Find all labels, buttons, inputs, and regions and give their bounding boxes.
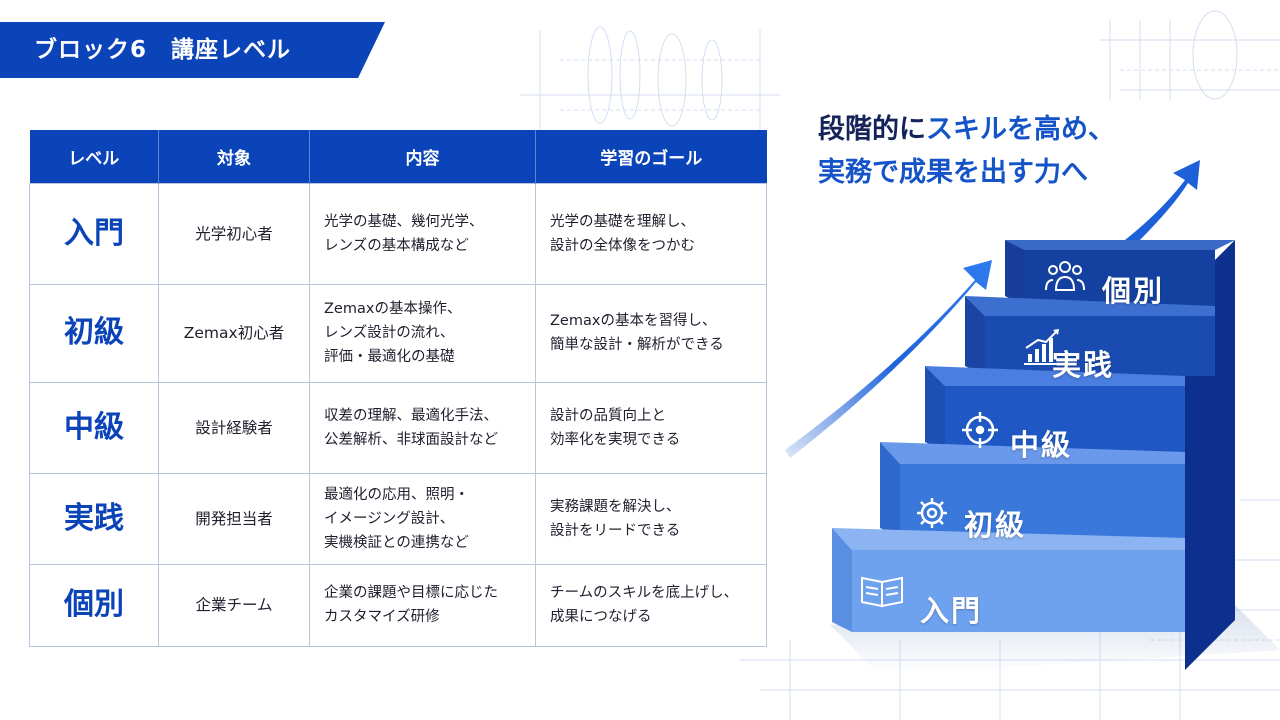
course-levels-table: レベル 対象 内容 学習のゴール 入門 光学初心者 光学の基礎、幾何光学、 レン… — [29, 130, 767, 647]
level-cell: 実践 — [29, 472, 159, 565]
step-side-practice — [965, 296, 985, 376]
goal-cell: Zemaxの基本を習得し、 簡単な設計・解析ができる — [535, 283, 767, 383]
target-cell: 光学初心者 — [158, 182, 310, 285]
chart-icon — [1024, 329, 1059, 365]
goal-cell: 光学の基礎を理解し、 設計の全体像をつかむ — [535, 182, 767, 285]
step-top-intro — [832, 528, 1185, 550]
level-cell: 個別 — [29, 563, 159, 647]
target-icon — [962, 412, 998, 448]
content-cell: 最適化の応用、照明・ イメージング設計、 実機検証との連携など — [309, 472, 536, 565]
tagline: 段階的にスキルを高め、 実務で成果を出す力へ — [818, 108, 1258, 194]
step-side-individual — [1005, 240, 1025, 306]
table-header-row: レベル 対象 内容 学習のゴール — [29, 130, 767, 183]
step-top-beginner — [880, 442, 1185, 464]
level-cell: 入門 — [29, 182, 159, 285]
step-label-practice: 実践 — [1052, 348, 1115, 382]
table-row: 中級 設計経験者 収差の理解、最適化手法、 公差解析、非球面設計など 設計の品質… — [29, 381, 767, 474]
page-title: ブロック6 講座レベル — [34, 37, 292, 63]
table-row: 個別 企業チーム 企業の課題や目標に応じた カスタマイズ研修 チームのスキルを底… — [29, 563, 767, 647]
target-cell: 設計経験者 — [158, 381, 310, 474]
column-header-level: レベル — [29, 130, 159, 183]
goal-cell: チームのスキルを底上げし、 成果につなげる — [535, 563, 767, 647]
step-label-beginner: 初級 — [964, 508, 1027, 542]
tagline-line-1: 段階的にスキルを高め、 — [818, 108, 1258, 151]
gear-icon — [917, 498, 947, 528]
target-cell: 開発担当者 — [158, 472, 310, 565]
goal-cell: 実務課題を解決し、 設計をリードできる — [535, 472, 767, 565]
growth-arrow-lower — [785, 260, 992, 458]
step-label-individual: 個別 — [1102, 274, 1165, 308]
column-header-target: 対象 — [158, 130, 310, 183]
team-icon — [1045, 261, 1085, 291]
table-row: 初級 Zemax初心者 Zemaxの基本操作、 レンズ設計の流れ、 評価・最適化… — [29, 283, 767, 383]
book-icon — [861, 576, 903, 608]
step-label-intermediate: 中級 — [1010, 428, 1073, 462]
step-side-beginner — [880, 442, 900, 538]
tagline-line-1-prefix: 段階的に — [818, 114, 926, 145]
content-cell: 光学の基礎、幾何光学、 レンズの基本構成など — [309, 182, 536, 285]
column-header-content: 内容 — [309, 130, 536, 183]
table-row: 実践 開発担当者 最適化の応用、照明・ イメージング設計、 実機検証との連携など… — [29, 472, 767, 565]
content-cell: 収差の理解、最適化手法、 公差解析、非球面設計など — [309, 381, 536, 474]
step-face-intro — [852, 550, 1185, 632]
staircase-graphic — [785, 160, 1280, 675]
level-cell: 中級 — [29, 381, 159, 474]
column-header-goal: 学習のゴール — [535, 130, 767, 183]
tagline-line-1-highlight: スキルを高め、 — [926, 114, 1115, 145]
step-side-intermediate — [925, 366, 945, 452]
step-top-intermediate — [925, 366, 1185, 386]
step-top-practice — [965, 296, 1215, 316]
step-label-intro: 入門 — [920, 594, 983, 628]
target-cell: 企業チーム — [158, 563, 310, 647]
step-top-individual — [1005, 240, 1235, 250]
level-cell: 初級 — [29, 283, 159, 383]
step-side-intro — [832, 528, 852, 632]
step-face-beginner — [900, 464, 1185, 538]
table-row: 入門 光学初心者 光学の基礎、幾何光学、 レンズの基本構成など 光学の基礎を理解… — [29, 182, 767, 285]
content-cell: Zemaxの基本操作、 レンズ設計の流れ、 評価・最適化の基礎 — [309, 283, 536, 383]
goal-cell: 設計の品質向上と 効率化を実現できる — [535, 381, 767, 474]
step-face-practice — [985, 316, 1215, 376]
step-face-individual — [1025, 250, 1215, 306]
staircase-diagram: 個別 実践 中級 初級 入門 — [760, 130, 1280, 690]
tagline-line-2: 実務で成果を出す力へ — [818, 157, 1088, 188]
target-cell: Zemax初心者 — [158, 283, 310, 383]
header-banner — [0, 22, 385, 78]
growth-arrow-upper — [1125, 160, 1200, 248]
content-cell: 企業の課題や目標に応じた カスタマイズ研修 — [309, 563, 536, 647]
